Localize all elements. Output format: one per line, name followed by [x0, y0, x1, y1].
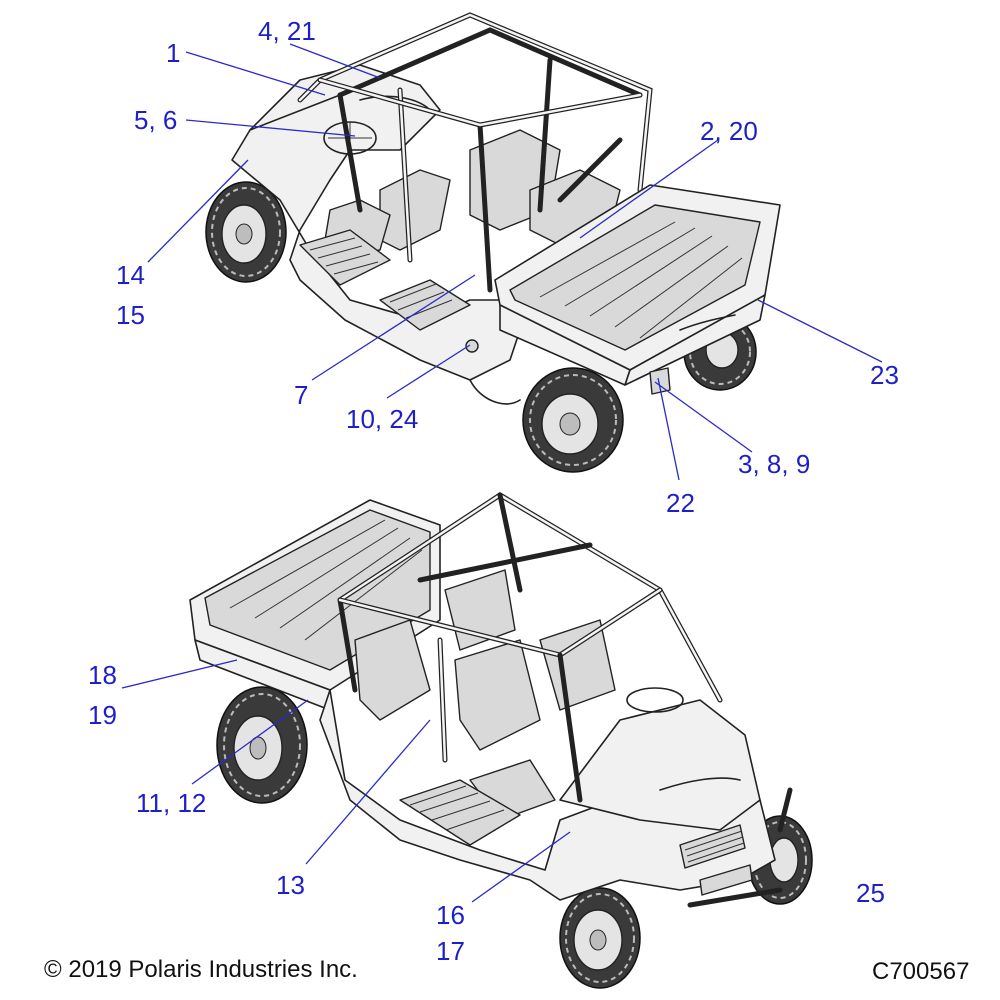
front-grille [679, 824, 753, 896]
wheel-rear-left-top [522, 367, 624, 473]
callout-19: 19 [88, 700, 117, 730]
callout-4-21: 4, 21 [258, 16, 316, 46]
callout-7: 7 [294, 380, 309, 410]
wheel-front-left-bottom [559, 887, 641, 989]
callout-11-12: 11, 12 [136, 788, 207, 818]
callout-15: 15 [116, 300, 145, 330]
callout-1: 1 [166, 38, 181, 68]
callout-16: 16 [436, 900, 465, 930]
callout-13: 13 [276, 870, 305, 900]
callout-17: 17 [436, 936, 465, 966]
copyright-text: © 2019 Polaris Industries Inc. [44, 956, 358, 983]
wheel-rear-left-bottom [216, 686, 308, 804]
wheel-front-left-top [205, 181, 287, 283]
callout-23: 23 [870, 360, 899, 390]
callout-3-8-9: 3, 8, 9 [738, 449, 811, 479]
callout-25: 25 [856, 878, 885, 908]
callout-2-20: 2, 20 [700, 116, 758, 146]
callout-18: 18 [88, 660, 117, 690]
callout-5-6: 5, 6 [134, 105, 178, 135]
drawing-number: C700567 [872, 958, 970, 985]
leader-lines [121, 43, 883, 903]
callout-14: 14 [116, 260, 145, 290]
roll-cage-top [297, 12, 653, 293]
floor-grating-bottom [399, 779, 521, 846]
roll-cage-bottom [337, 492, 723, 803]
callout-22: 22 [666, 488, 695, 518]
cargo-box-top [494, 184, 781, 395]
callout-10-24: 10, 24 [346, 404, 419, 434]
vehicle-bottom-view [189, 492, 813, 989]
vehicle-top-view [205, 12, 781, 473]
